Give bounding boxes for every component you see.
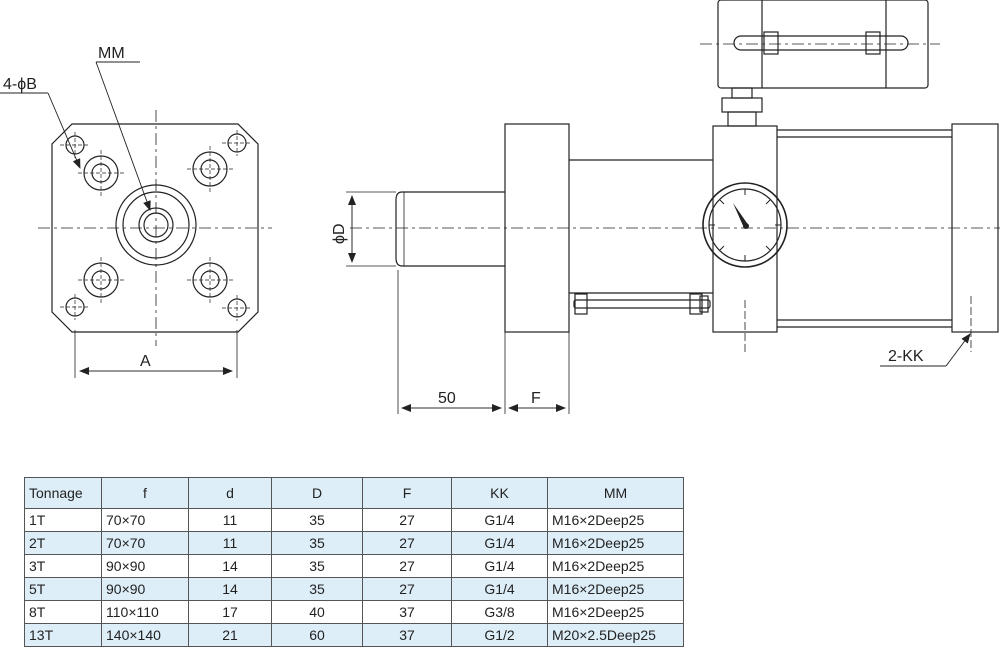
cell-f: 90×90 (101, 554, 189, 578)
cell-big-d: 40 (271, 600, 363, 624)
table-row: 13T 140×140 21 60 37 G1/2 M20×2.5Deep25 (24, 623, 684, 647)
header-f: f (101, 477, 189, 509)
cell-big-d: 35 (271, 508, 363, 532)
cell-kk: G1/4 (451, 531, 548, 555)
gauge-needle (733, 203, 749, 228)
front-flange (504, 123, 570, 333)
mm-label: MM (98, 45, 125, 62)
cell-f: 110×110 (101, 600, 189, 624)
cell-big-f: 27 (362, 554, 452, 578)
technical-drawing: MM 4-ϕB A (0, 0, 1000, 414)
d-dimension-label: ϕD (331, 223, 348, 244)
cell-d: 11 (188, 508, 272, 532)
cell-mm: M16×2Deep25 (547, 577, 684, 601)
cell-d: 14 (188, 554, 272, 578)
cell-tonnage: 5T (24, 577, 102, 601)
cell-kk: G1/4 (451, 554, 548, 578)
table-row: 1T 70×70 11 35 27 G1/4 M16×2Deep25 (24, 508, 684, 532)
center-boss (115, 184, 197, 266)
cell-tonnage: 2T (24, 531, 102, 555)
spec-table: Tonnage f d D F KK MM 1T 70×70 11 35 27 … (24, 477, 684, 647)
cell-big-f: 37 (362, 600, 452, 624)
cell-tonnage: 3T (24, 554, 102, 578)
cell-d: 14 (188, 577, 272, 601)
cell-big-f: 37 (362, 623, 452, 647)
pressure-gauge (702, 182, 788, 268)
cell-big-d: 35 (271, 577, 363, 601)
cell-mm: M16×2Deep25 (547, 508, 684, 532)
cell-f: 70×70 (101, 531, 189, 555)
f-dimension-label: F (531, 390, 541, 407)
cell-mm: M20×2.5Deep25 (547, 623, 684, 647)
cell-big-d: 35 (271, 531, 363, 555)
cell-big-d: 60 (271, 623, 363, 647)
cell-big-f: 27 (362, 577, 452, 601)
cell-tonnage: 13T (24, 623, 102, 647)
cell-big-f: 27 (362, 531, 452, 555)
cell-f: 70×70 (101, 508, 189, 532)
cell-kk: G1/2 (451, 623, 548, 647)
cell-kk: G3/8 (451, 600, 548, 624)
cell-mm: M16×2Deep25 (547, 531, 684, 555)
cell-d: 17 (188, 600, 272, 624)
cell-d: 21 (188, 623, 272, 647)
cell-tonnage: 8T (24, 600, 102, 624)
fifty-dimension-label: 50 (438, 390, 456, 407)
header-d: d (188, 477, 272, 509)
cell-f: 90×90 (101, 577, 189, 601)
side-view (346, 0, 1000, 414)
header-tonnage: Tonnage (24, 477, 102, 509)
cell-mm: M16×2Deep25 (547, 554, 684, 578)
kk-label: 2-KK (888, 348, 924, 365)
flange-outline (51, 123, 259, 333)
cell-kk: G1/4 (451, 508, 548, 532)
counterbore-holes (83, 151, 228, 298)
end-cap (951, 123, 999, 333)
front-view (0, 61, 272, 378)
cell-mm: M16×2Deep25 (547, 600, 684, 624)
table-row: 2T 70×70 11 35 27 G1/4 M16×2Deep25 (24, 531, 684, 555)
cell-big-d: 35 (271, 554, 363, 578)
table-row: 5T 90×90 14 35 27 G1/4 M16×2Deep25 (24, 577, 684, 601)
a-dimension-label: A (140, 353, 151, 370)
table-row: 3T 90×90 14 35 27 G1/4 M16×2Deep25 (24, 554, 684, 578)
table-row: 8T 110×110 17 40 37 G3/8 M16×2Deep25 (24, 600, 684, 624)
table-header-row: Tonnage f d D F KK MM (24, 477, 684, 509)
header-kk: KK (451, 477, 548, 509)
header-big-f: F (362, 477, 452, 509)
cell-f: 140×140 (101, 623, 189, 647)
cell-d: 11 (188, 531, 272, 555)
header-mm: MM (547, 477, 684, 509)
header-big-d: D (271, 477, 363, 509)
holes-label: 4-ϕB (3, 76, 37, 93)
cell-tonnage: 1T (24, 508, 102, 532)
cell-kk: G1/4 (451, 577, 548, 601)
cell-big-f: 27 (362, 508, 452, 532)
piston-rod (395, 191, 505, 267)
